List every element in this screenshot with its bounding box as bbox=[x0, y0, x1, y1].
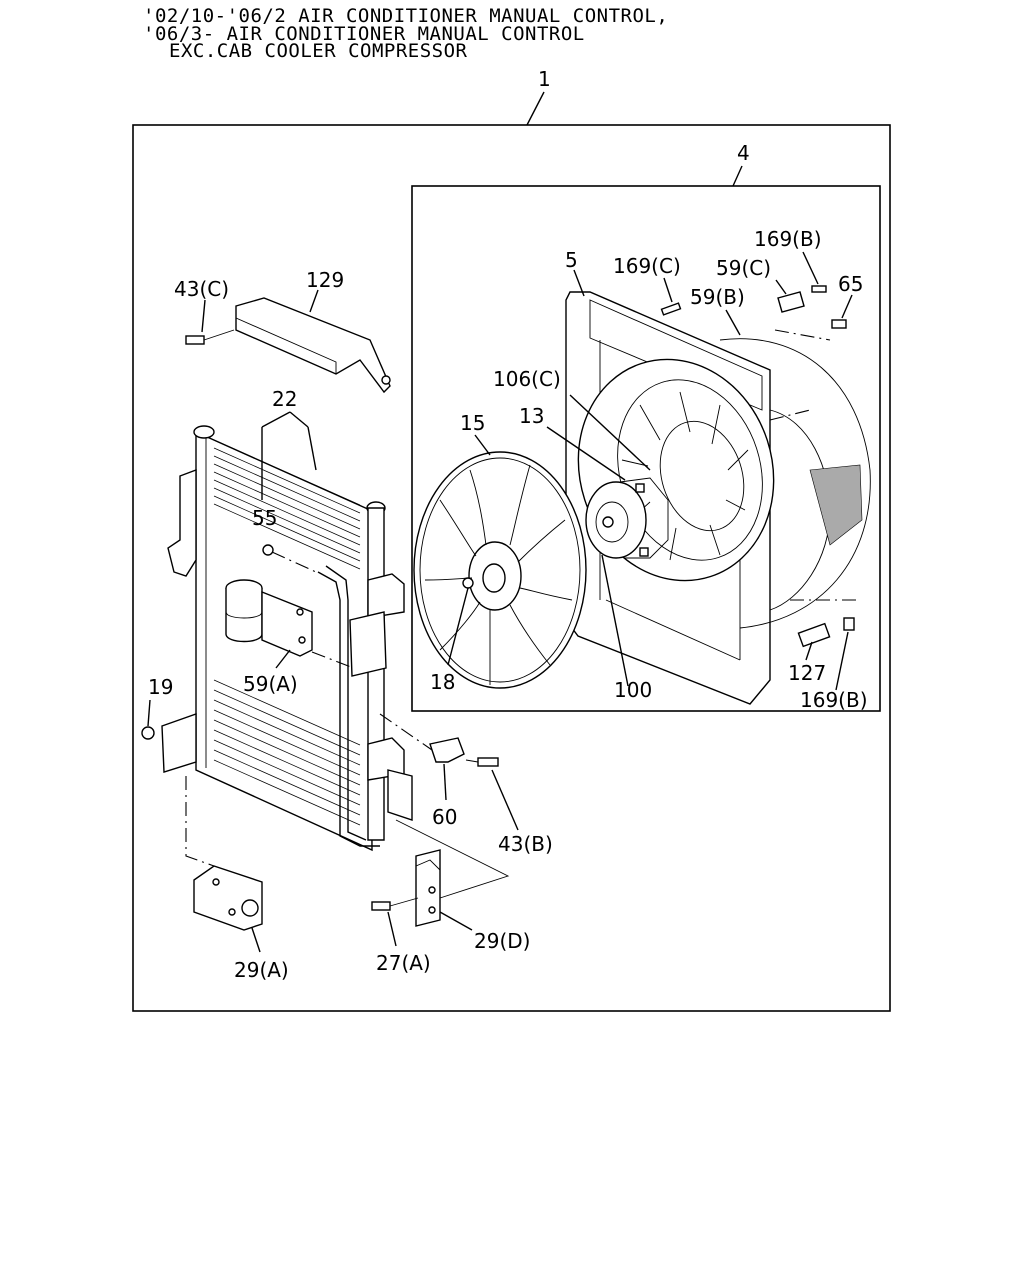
bolt-169b-top bbox=[811, 285, 827, 293]
leader-29d-join bbox=[395, 819, 510, 899]
dash-55 bbox=[271, 551, 317, 573]
callout-100: 100 bbox=[614, 678, 652, 702]
callout-15: 15 bbox=[460, 411, 485, 435]
callout-169c: 169(C) bbox=[613, 254, 681, 278]
callout-19: 19 bbox=[148, 675, 173, 699]
bracket-129 bbox=[235, 297, 391, 394]
leader-65 bbox=[841, 294, 853, 319]
bolt-43b bbox=[465, 757, 499, 767]
leader-169b-bottom bbox=[835, 631, 849, 691]
bracket-29a bbox=[193, 865, 263, 931]
dash-60 bbox=[379, 713, 433, 751]
leader-4 bbox=[732, 165, 743, 187]
callout-43c: 43(C) bbox=[174, 277, 229, 301]
bracket-19 bbox=[161, 713, 197, 773]
callout-5: 5 bbox=[565, 248, 578, 272]
leader-15 bbox=[474, 434, 491, 456]
callout-55: 55 bbox=[252, 506, 277, 530]
dash-29a bbox=[185, 776, 215, 867]
leader-129 bbox=[309, 289, 319, 313]
receiver-tank bbox=[349, 573, 413, 821]
leader-106c bbox=[569, 394, 651, 471]
callout-43b: 43(B) bbox=[498, 832, 553, 856]
leader-29a bbox=[251, 927, 261, 953]
bolt-27a bbox=[371, 897, 419, 911]
callout-59b: 59(B) bbox=[690, 285, 745, 309]
bolt-43c bbox=[185, 329, 235, 345]
leader-22d bbox=[307, 426, 317, 471]
leader-29d bbox=[439, 911, 473, 931]
condenser-side-bracket bbox=[167, 468, 197, 577]
clip-59c bbox=[777, 291, 805, 313]
clamp-59a bbox=[225, 579, 313, 657]
leader-22a bbox=[261, 411, 291, 428]
oring-55 bbox=[262, 544, 274, 556]
grommet-127 bbox=[797, 622, 831, 648]
header-line-1: '02/10-'06/2 AIR CONDITIONER MANUAL CONT… bbox=[143, 5, 668, 27]
leader-18 bbox=[447, 587, 469, 666]
leader-13 bbox=[546, 426, 626, 481]
leader-19 bbox=[147, 699, 151, 727]
fan-assembly-frame bbox=[411, 185, 881, 712]
callout-4: 4 bbox=[737, 141, 750, 165]
callout-60: 60 bbox=[432, 805, 457, 829]
callout-1: 1 bbox=[538, 67, 551, 91]
leader-5 bbox=[573, 269, 585, 297]
callout-169b-top: 169(B) bbox=[754, 227, 822, 251]
leader-59a bbox=[275, 649, 291, 669]
leader-127 bbox=[805, 641, 813, 661]
diagram-header: '02/10-'06/2 AIR CONDITIONER MANUAL CONT… bbox=[143, 5, 668, 62]
condenser-pipe bbox=[317, 571, 380, 847]
callout-29a: 29(A) bbox=[234, 958, 289, 982]
header-line-3: EXC.CAB COOLER COMPRESSOR bbox=[169, 40, 468, 62]
leader-59c bbox=[775, 279, 787, 295]
callout-22: 22 bbox=[272, 387, 297, 411]
leader-22b bbox=[289, 411, 309, 428]
bracket-29d bbox=[415, 849, 441, 927]
fan-shroud bbox=[565, 291, 775, 705]
nut-19 bbox=[141, 726, 155, 740]
leader-59b bbox=[725, 309, 741, 336]
header-line-2: '06/3- AIR CONDITIONER MANUAL CONTROL bbox=[143, 23, 585, 45]
leader-1 bbox=[526, 91, 545, 126]
bracket-60 bbox=[429, 737, 465, 763]
leader-100 bbox=[601, 554, 629, 687]
leader-43b bbox=[491, 769, 519, 831]
bolt-169c bbox=[660, 302, 682, 316]
callout-27a: 27(A) bbox=[376, 951, 431, 975]
callout-106c: 106(C) bbox=[493, 367, 561, 391]
callout-13: 13 bbox=[519, 404, 544, 428]
leader-60 bbox=[443, 763, 447, 801]
bolt-65 bbox=[831, 319, 847, 329]
callout-129: 129 bbox=[306, 268, 344, 292]
callout-29d: 29(D) bbox=[474, 929, 530, 953]
shroud-rim bbox=[719, 338, 871, 629]
leader-169c bbox=[663, 277, 673, 303]
callout-59a: 59(A) bbox=[243, 672, 298, 696]
leader-169b-top bbox=[802, 251, 819, 285]
assembly-frame bbox=[132, 124, 891, 1012]
leader-43c bbox=[201, 299, 206, 333]
fan-nut bbox=[462, 577, 474, 589]
callout-169b-bottom: 169(B) bbox=[800, 688, 868, 712]
bolt-169b-bottom bbox=[843, 617, 855, 631]
fan-blade bbox=[413, 451, 587, 689]
leader-27a bbox=[387, 911, 397, 947]
callout-65: 65 bbox=[838, 272, 863, 296]
callout-59c: 59(C) bbox=[716, 256, 771, 280]
shroud-mesh bbox=[809, 464, 863, 546]
condenser-pipe-inner bbox=[325, 565, 367, 841]
fan-motor bbox=[585, 477, 669, 559]
callout-127: 127 bbox=[788, 661, 826, 685]
shroud-dash-lines bbox=[769, 329, 860, 601]
callout-18: 18 bbox=[430, 670, 455, 694]
